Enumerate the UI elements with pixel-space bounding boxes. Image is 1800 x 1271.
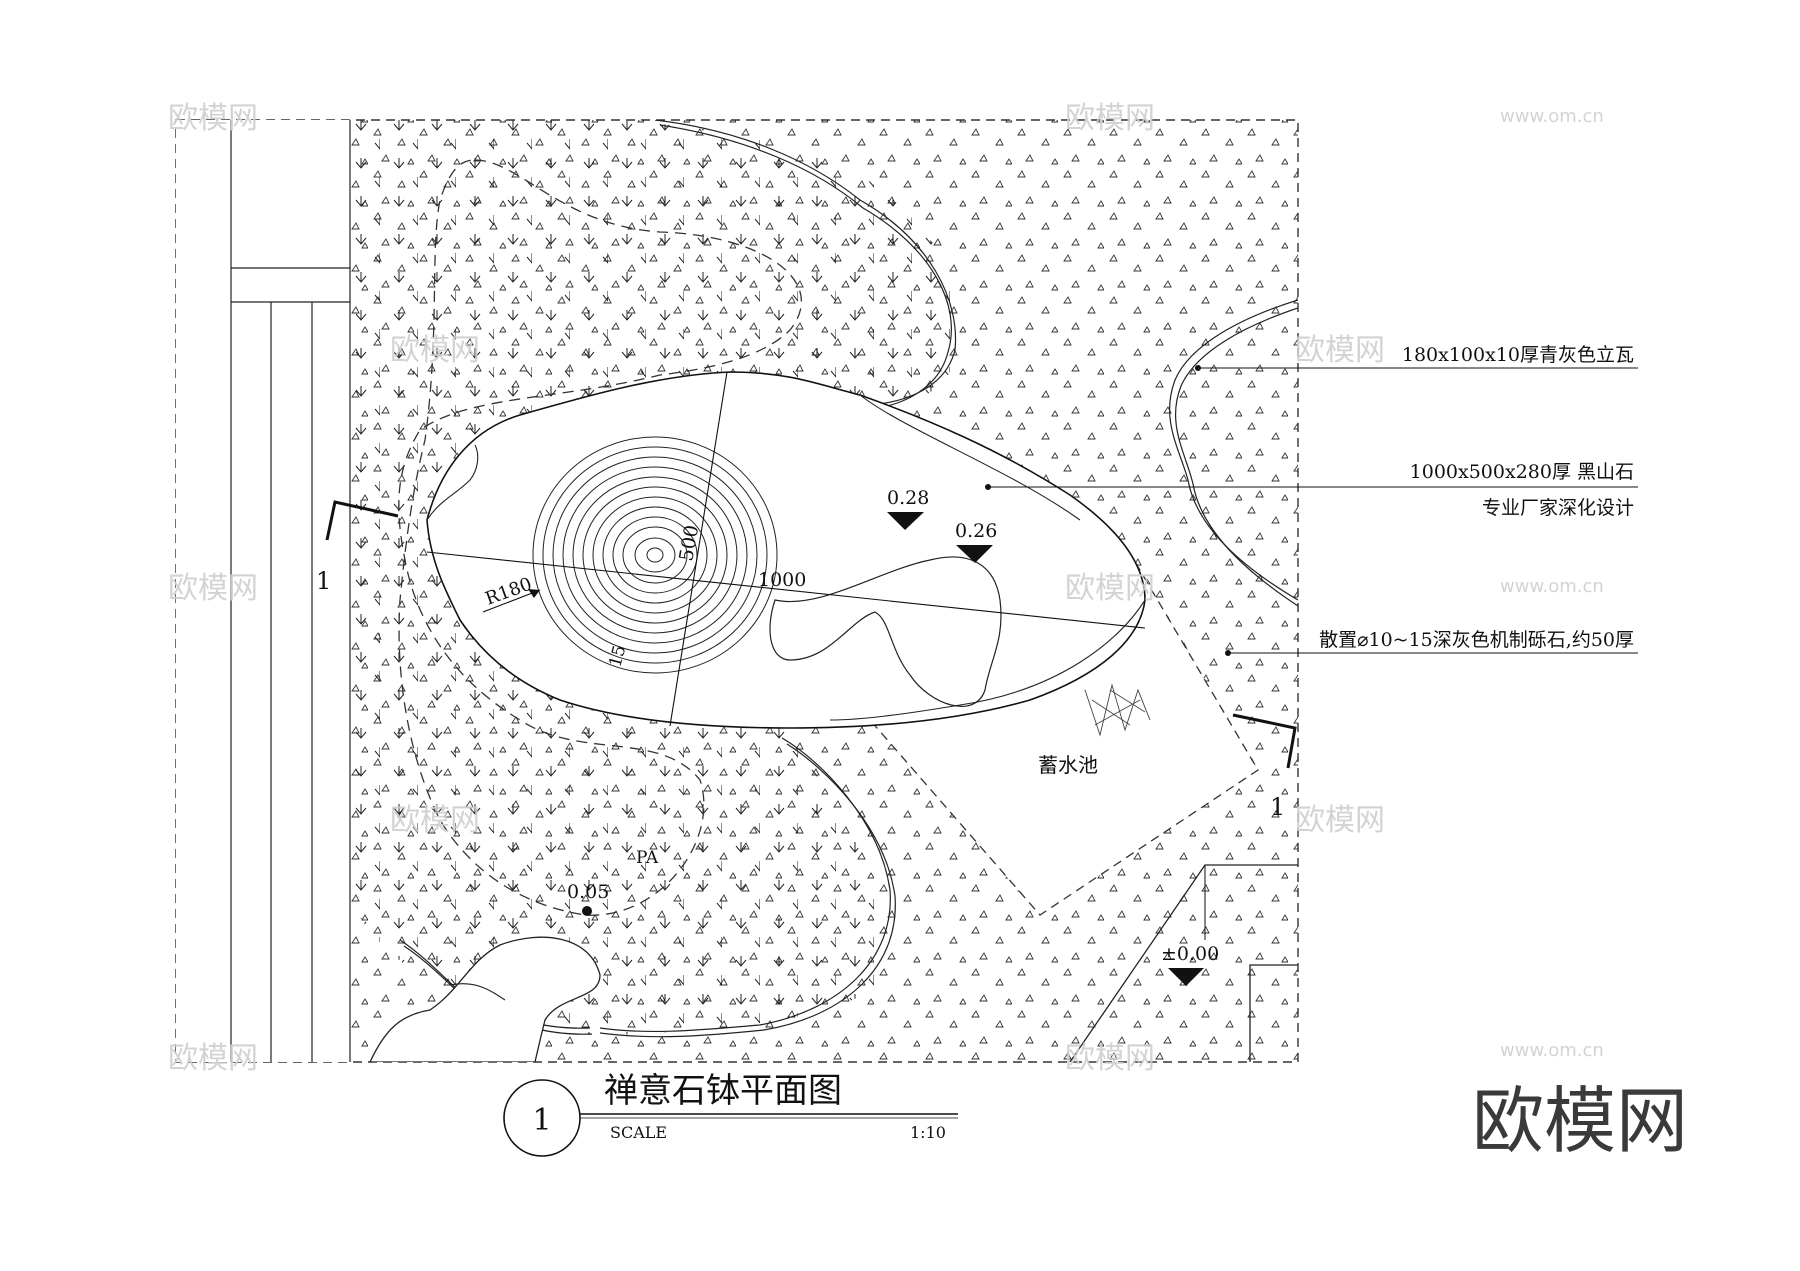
dim-length: 1000 — [758, 569, 806, 591]
boulder — [369, 936, 601, 1062]
drawing-text: ±0.00 — [1161, 943, 1219, 965]
reservoir-outline — [869, 544, 1259, 916]
drawing-text: www.om.cn — [1500, 1040, 1604, 1061]
drawing-text: 欧模网 — [1295, 333, 1385, 368]
drawing-text: 0.28 — [887, 487, 929, 509]
drawing-text: 欧模网 — [1065, 1041, 1155, 1076]
level-marker-basin: 0.26 — [955, 520, 997, 563]
tile-edging — [399, 120, 1298, 1038]
section-label-left: 1 — [316, 567, 331, 595]
drawing-text: 0.26 — [955, 520, 997, 542]
drawing-text: www.om.cn — [1500, 576, 1604, 597]
section-marker-left: 1 — [316, 500, 399, 595]
drawing-text: www.om.cn — [1500, 106, 1604, 127]
section-label-right: 1 — [1270, 793, 1285, 821]
brand-logo: 欧模网 — [1472, 1079, 1688, 1163]
watermarks: 欧模网 欧模网 www.om.cn 欧模网 欧模网 欧模网 欧模网 www.om… — [168, 101, 1604, 1076]
note-stone: 1000x500x280厚 黑山石 — [1410, 461, 1634, 483]
dimension-lines — [426, 371, 1146, 727]
timber-deck — [176, 120, 350, 1062]
note-tile: 180x100x10厚青灰色立瓦 — [1402, 344, 1634, 366]
drawing-text: 0.05 — [567, 881, 609, 903]
basin-bowl — [532, 436, 778, 674]
leader-lines — [988, 367, 1638, 654]
drawing-text: 欧模网 — [1295, 803, 1385, 838]
drawing-text: 欧模网 — [168, 101, 258, 136]
scale-label: SCALE — [610, 1123, 667, 1142]
note-stone-detail: 专业厂家深化设计 — [1482, 497, 1634, 519]
level-marker-lawn: 0.05 — [567, 881, 609, 916]
scale-value: 1:10 — [910, 1123, 946, 1142]
drawing-text: 欧模网 — [390, 803, 480, 838]
water-spout — [1084, 683, 1151, 737]
section-marker-right: 1 — [1232, 713, 1297, 821]
drawing-text: 欧模网 — [168, 571, 258, 606]
drawing-number: 1 — [532, 1103, 551, 1138]
drawing-title: 禅意石钵平面图 — [604, 1071, 842, 1111]
level-marker-stone-top: 0.28 — [887, 487, 929, 530]
planting-code: PA — [636, 848, 659, 868]
drawing-text: 欧模网 — [1065, 571, 1155, 606]
level-marker-datum: ±0.00 — [1161, 943, 1219, 986]
drawing-text: 欧模网 — [390, 333, 480, 368]
water-channel — [769, 556, 1002, 707]
note-gravel: 散置⌀10~15深灰色机制砾石,约50厚 — [1319, 629, 1634, 651]
drawing-text: 欧模网 — [168, 1041, 258, 1076]
drawing-text: 欧模网 — [1065, 101, 1155, 136]
planting-bed-outline — [398, 159, 803, 916]
reservoir-label: 蓄水池 — [1038, 753, 1098, 777]
title-block: 1 禅意石钵平面图 SCALE 1:10 — [503, 1071, 958, 1157]
